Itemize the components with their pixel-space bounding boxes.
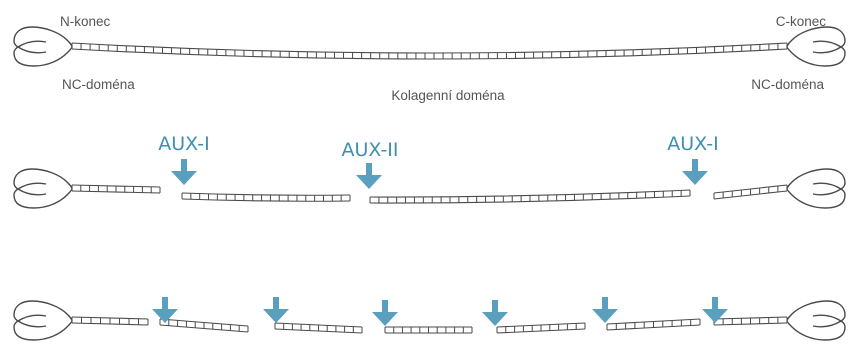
nc-domain-left-shape xyxy=(13,168,73,209)
row-full-degradation xyxy=(71,316,788,334)
cleavage-arrow-icon xyxy=(682,159,708,185)
helix-fragment xyxy=(71,184,161,194)
cleavage-arrow-icon xyxy=(356,163,382,189)
nc-domain-right-shape xyxy=(786,300,846,341)
aux1-right-label: AUX-I xyxy=(667,133,718,155)
cleavage-arrow-icon xyxy=(592,297,618,323)
row-intact-collagen xyxy=(71,42,788,60)
helix-fragment xyxy=(713,316,788,326)
n-end-label: N-konec xyxy=(60,14,111,29)
helix-fragment xyxy=(606,318,701,331)
cleavage-arrow-icon xyxy=(702,297,728,323)
helix-fragment xyxy=(159,318,249,333)
nc-domain-left-shape xyxy=(13,26,73,67)
cleavage-arrows xyxy=(152,159,728,326)
nc-domain-left-label: NC-doména xyxy=(62,77,135,92)
nc-domain-right-label: NC-doména xyxy=(751,77,824,92)
nc-domain-right-shape xyxy=(786,168,846,209)
helix-fragment xyxy=(181,192,351,202)
cleavage-arrow-icon xyxy=(482,300,508,326)
helix-fragment xyxy=(713,184,788,200)
collagen-helix xyxy=(71,42,788,60)
collagen-domain-label: Kolagenní doména xyxy=(391,88,505,103)
helix-fragment xyxy=(71,316,149,326)
nc-domain-right-shape xyxy=(786,26,846,67)
helix-fragment xyxy=(369,189,691,204)
cleavage-arrow-icon xyxy=(171,159,197,185)
row-aux-cleavage xyxy=(71,184,788,204)
aux1-left-label: AUX-I xyxy=(158,133,209,155)
cleavage-arrow-icon xyxy=(372,300,398,326)
cleavage-arrow-icon xyxy=(152,297,178,323)
nc-domain-left-shape xyxy=(13,300,73,341)
aux2-label: AUX-II xyxy=(341,139,398,161)
helix-fragment xyxy=(274,322,363,334)
c-end-label: C-konec xyxy=(776,14,827,29)
cleavage-arrow-icon xyxy=(263,297,289,323)
helix-fragment xyxy=(496,322,586,334)
helix-fragment xyxy=(384,326,473,334)
